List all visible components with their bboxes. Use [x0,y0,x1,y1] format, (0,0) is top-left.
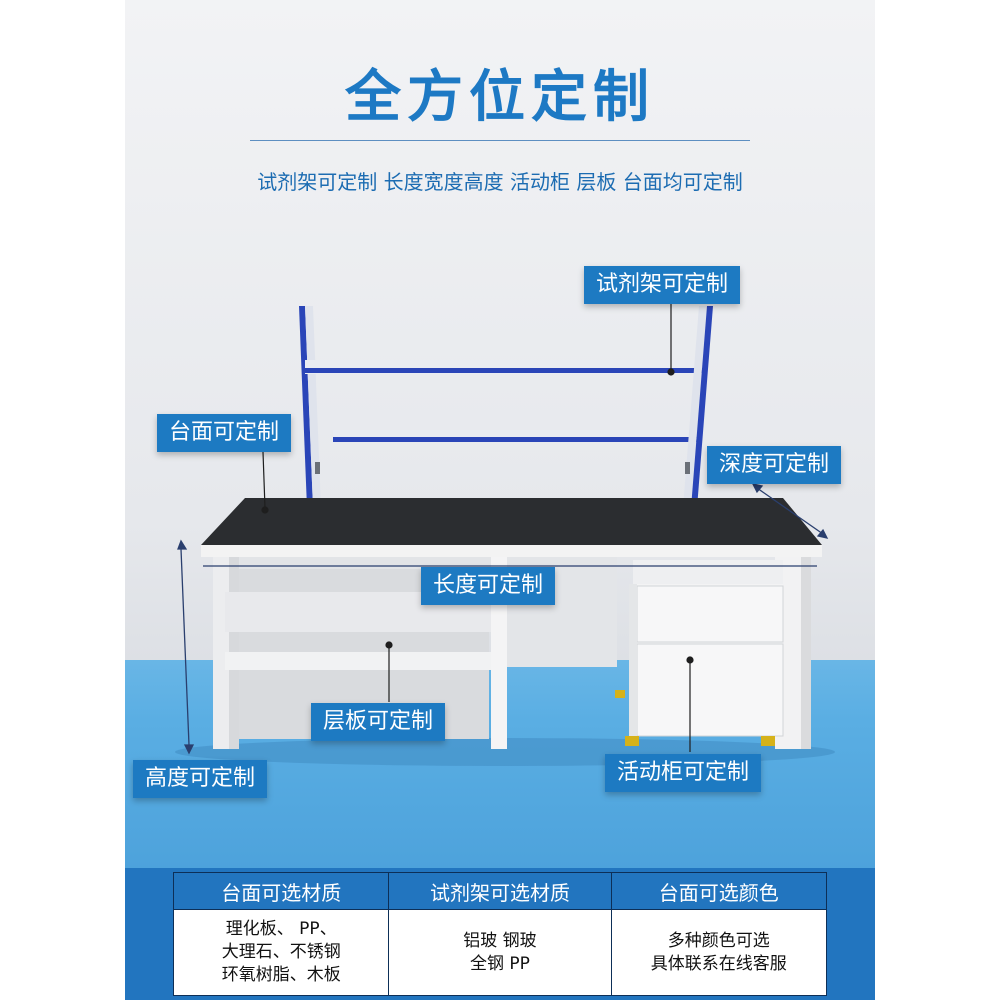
page-subtitle: 试剂架可定制 长度宽度高度 活动柜 层板 台面均可定制 [257,170,743,194]
product-panel: 全方位定制 试剂架可定制 长度宽度高度 活动柜 层板 台面均可定制 [125,0,875,1000]
spec-cell-rack-material: 铝玻 钢玻 全钢 PP [388,909,612,996]
spec-line: 全钢 PP [470,953,530,974]
spec-header-rack-material: 试剂架可选材质 [388,872,612,910]
spec-line: 多种颜色可选 [667,930,770,951]
spec-table: 台面可选材质 试剂架可选材质 台面可选颜色 理化板、 PP、 大理石、不锈钢 环… [172,872,827,996]
spec-value-row: 理化板、 PP、 大理石、不锈钢 环氧树脂、木板 铝玻 钢玻 全钢 PP 多种颜… [172,909,827,996]
callout-shelf: 层板可定制 [311,703,446,741]
callout-length: 长度可定制 [421,567,556,605]
spec-cell-countertop-material: 理化板、 PP、 大理石、不锈钢 环氧树脂、木板 [172,909,390,996]
spec-cell-countertop-color: 多种颜色可选 具体联系在线客服 [610,909,827,996]
callout-leaders [261,303,694,752]
mobile-cabinet [615,560,784,746]
spec-line: 理化板、 PP、 [225,919,337,939]
callout-reagent-rack: 试剂架可定制 [584,266,741,304]
spec-line: 铝玻 钢玻 [463,930,537,951]
page-title: 全方位定制 [345,65,655,130]
spec-line: 环氧树脂、木板 [221,965,341,985]
spec-header-countertop-material: 台面可选材质 [172,872,390,910]
spec-header-row: 台面可选材质 试剂架可选材质 台面可选颜色 [172,872,827,910]
spec-table-section: 台面可选材质 试剂架可选材质 台面可选颜色 理化板、 PP、 大理石、不锈钢 环… [125,868,875,1000]
callout-countertop: 台面可定制 [157,414,292,452]
title-divider [250,140,750,141]
callout-depth: 深度可定制 [707,446,842,484]
countertop [201,498,822,557]
spec-line: 具体联系在线客服 [650,953,787,974]
spec-header-countertop-color: 台面可选颜色 [610,872,827,910]
height-dimension-line [177,539,195,755]
depth-dimension-line [751,483,829,539]
reagent-rack [299,306,713,508]
spec-line: 大理石、不锈钢 [221,942,341,962]
callout-mobile-cabinet: 活动柜可定制 [605,754,762,792]
callout-height: 高度可定制 [133,760,268,798]
